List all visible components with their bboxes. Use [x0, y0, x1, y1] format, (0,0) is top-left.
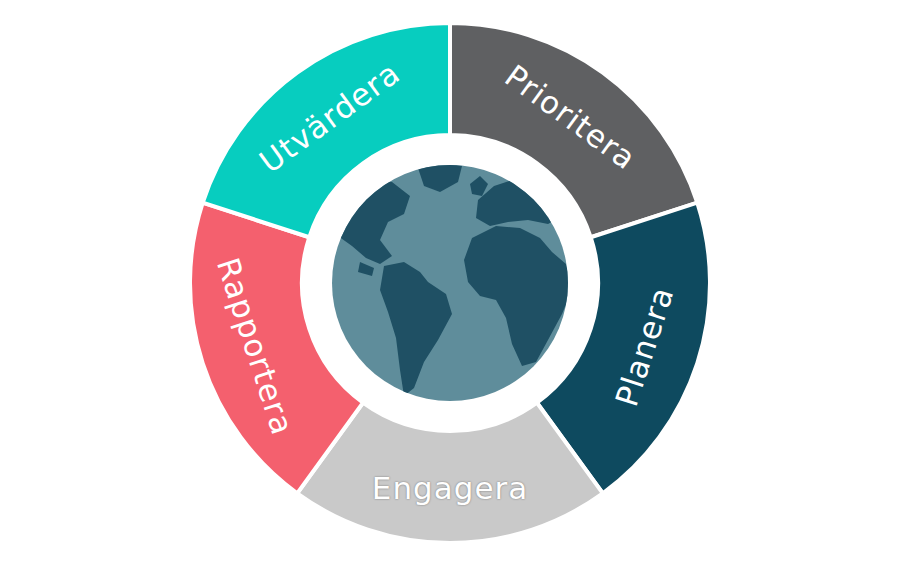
segment-fill	[297, 403, 603, 543]
segment-fill	[203, 23, 450, 237]
segment-label: Planera	[611, 283, 679, 410]
segment-label: Rapportera	[212, 254, 298, 438]
segment-fill	[450, 23, 697, 237]
segment-fill	[190, 203, 363, 494]
segment-label-holder: Prioritera	[500, 60, 642, 175]
segment-label: Prioritera	[500, 60, 642, 175]
segment-label-holder: Rapportera	[212, 254, 298, 438]
segment-label-holder: Planera	[611, 283, 679, 410]
segment-label-holder: Utvärdera	[254, 56, 405, 177]
segment-label: Utvärdera	[254, 56, 405, 177]
segment-fill	[537, 203, 710, 494]
segment-label: Engagera	[372, 473, 528, 504]
globe-continents	[330, 162, 572, 396]
segment-label-holder: Engagera	[372, 473, 528, 504]
